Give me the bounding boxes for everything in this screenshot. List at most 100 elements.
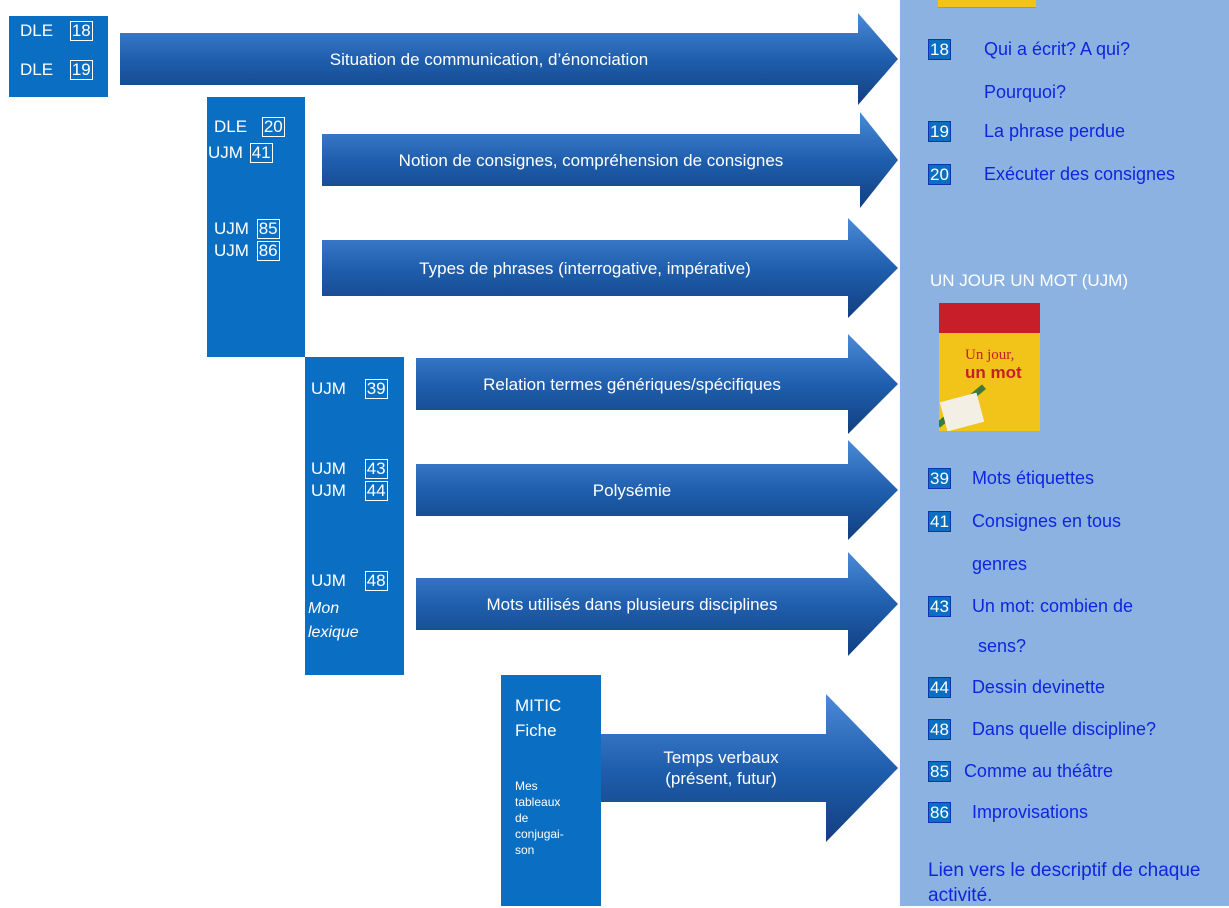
side-text: Un mot: combien de	[971, 596, 1134, 616]
side-item-dle-18[interactable]: 18 Qui a écrit? A qui?	[928, 39, 1130, 60]
box-num: 48	[364, 571, 388, 591]
box-num: 41	[249, 143, 273, 163]
arrow-label: Polysémie	[592, 480, 672, 500]
arrow-label: Notion de consignes, compréhension de co…	[398, 150, 784, 170]
dle-book-cover	[938, 0, 1036, 8]
side-num: 43	[928, 596, 951, 617]
box-num: 85	[256, 219, 280, 239]
side-item-cont[interactable]: sens?	[978, 636, 1027, 656]
box-num: 19	[69, 60, 93, 80]
book-title-2: un mot	[965, 363, 1022, 382]
small-line: conjugai-	[515, 827, 564, 841]
arrow-situation: Situation de communication, d’énonciatio…	[120, 13, 898, 105]
arrow-shape	[322, 112, 898, 208]
side-item-ujm-41[interactable]: 41 Consignes en tous	[928, 511, 1121, 532]
ujm-box-3: UJM 39 UJM 43 UJM 44 UJM 48 Mon lexique	[305, 357, 404, 675]
arrow-mots-disciplines: Mots utilisés dans plusieurs disciplines	[416, 552, 898, 656]
box-prefix: UJM	[311, 379, 346, 398]
side-text: Comme au théâtre	[963, 761, 1114, 781]
small-line: Mes	[515, 779, 538, 793]
side-num: 41	[928, 511, 951, 532]
side-item-ujm-43[interactable]: 43 Un mot: combien de	[928, 596, 1133, 617]
side-num: 48	[928, 719, 951, 740]
box-prefix: DLE	[214, 117, 248, 136]
side-text: Qui a écrit? A qui?	[983, 39, 1131, 59]
arrow-shape	[416, 552, 898, 656]
side-num: 39	[928, 468, 951, 489]
side-text: Mots étiquettes	[971, 468, 1094, 488]
side-num: 20	[928, 164, 951, 185]
side-num: 19	[928, 121, 951, 142]
small-line: de	[515, 811, 529, 825]
box-row: UJM 86	[214, 241, 280, 261]
side-num: 86	[928, 802, 951, 823]
arrow-label: Relation termes génériques/spécifiques	[483, 374, 781, 394]
side-item-ujm-86[interactable]: 86 Improvisations	[928, 802, 1088, 823]
box-num: 18	[69, 21, 93, 41]
box-num: 86	[256, 241, 280, 261]
side-item-ujm-85[interactable]: 85 Comme au théâtre	[928, 761, 1113, 782]
ujm-heading: UN JOUR UN MOT (UJM)	[930, 271, 1128, 290]
box-num: 39	[364, 379, 388, 399]
descriptif-link[interactable]: Lien vers le descriptif de chaque activi…	[928, 860, 1201, 906]
box-row: DLE 18	[20, 21, 93, 41]
side-text: Improvisations	[971, 802, 1088, 822]
book-title-1: Un jour,	[965, 347, 1015, 363]
arrow-relation-termes: Relation termes génériques/spécifiques	[416, 334, 898, 434]
ujm-book-cover: Un jour, un mot	[939, 303, 1040, 431]
side-item-dle-19[interactable]: 19 La phrase perdue	[928, 121, 1125, 142]
arrow-shape	[601, 694, 898, 842]
small-line: son	[515, 843, 535, 857]
box-prefix: UJM	[311, 571, 346, 590]
box-num: 20	[261, 117, 285, 137]
box-prefix: UJM	[311, 481, 346, 500]
box-row: UJM 48	[311, 571, 388, 591]
box-row: UJM 44	[311, 481, 388, 501]
side-text: Exécuter des consignes	[983, 164, 1176, 184]
box-row: UJM 85	[214, 219, 280, 239]
box-prefix: DLE	[20, 60, 54, 79]
box-row: DLE 19	[20, 60, 93, 80]
arrow-label: Temps verbaux (présent, futur)	[663, 748, 779, 788]
mitic-title: MITIC	[515, 696, 562, 715]
arrow-polysemie: Polysémie	[416, 440, 898, 540]
side-item-ujm-48[interactable]: 48 Dans quelle discipline?	[928, 719, 1156, 740]
dle-ujm-box-2: DLE 20 UJM 41 UJM 85 UJM 86	[207, 97, 305, 357]
side-text: Dans quelle discipline?	[971, 719, 1157, 739]
mon-lexique-note: Mon lexique	[308, 600, 359, 641]
side-text: La phrase perdue	[983, 121, 1126, 141]
side-item-ujm-44[interactable]: 44 Dessin devinette	[928, 677, 1105, 698]
box-prefix: UJM	[214, 219, 249, 238]
box-prefix: DLE	[20, 21, 54, 40]
side-num: 85	[928, 761, 951, 782]
arrow-consignes: Notion de consignes, compréhension de co…	[322, 112, 898, 208]
mitic-box: MITIC Fiche Mes tableaux de conjugai- so…	[501, 675, 601, 906]
book-header-band	[939, 303, 1040, 333]
arrow-label: Types de phrases (interrogative, impérat…	[419, 258, 751, 278]
paper-icon	[939, 392, 985, 431]
arrow-label: Mots utilisés dans plusieurs disciplines	[486, 594, 778, 614]
arrow-shape	[416, 440, 898, 540]
side-item-cont[interactable]: Pourquoi?	[984, 82, 1067, 102]
side-item-ujm-39[interactable]: 39 Mots étiquettes	[928, 468, 1094, 489]
arrow-shape	[120, 13, 898, 105]
side-item-cont[interactable]: genres	[972, 554, 1028, 574]
box-num: 43	[364, 459, 388, 479]
arrow-shape	[322, 218, 898, 318]
arrow-label: Situation de communication, d’énonciatio…	[329, 49, 649, 69]
sidebar-panel: 18 Qui a écrit? A qui? Pourquoi? 19 La p…	[900, 0, 1229, 906]
side-item-dle-20[interactable]: 20 Exécuter des consignes	[928, 164, 1175, 185]
box-row: UJM 39	[311, 379, 388, 399]
side-num: 44	[928, 677, 951, 698]
box-row: DLE 20	[214, 117, 285, 137]
box-row: UJM 41	[208, 143, 273, 163]
box-num: 44	[364, 481, 388, 501]
box-prefix: UJM	[208, 143, 243, 162]
side-text: Consignes en tous	[971, 511, 1122, 531]
arrow-shape	[416, 334, 898, 434]
side-num: 18	[928, 39, 951, 60]
small-line: tableaux	[515, 795, 561, 809]
fiche-title: Fiche	[515, 721, 557, 740]
box-row: UJM 43	[311, 459, 388, 479]
side-text: Dessin devinette	[971, 677, 1106, 697]
